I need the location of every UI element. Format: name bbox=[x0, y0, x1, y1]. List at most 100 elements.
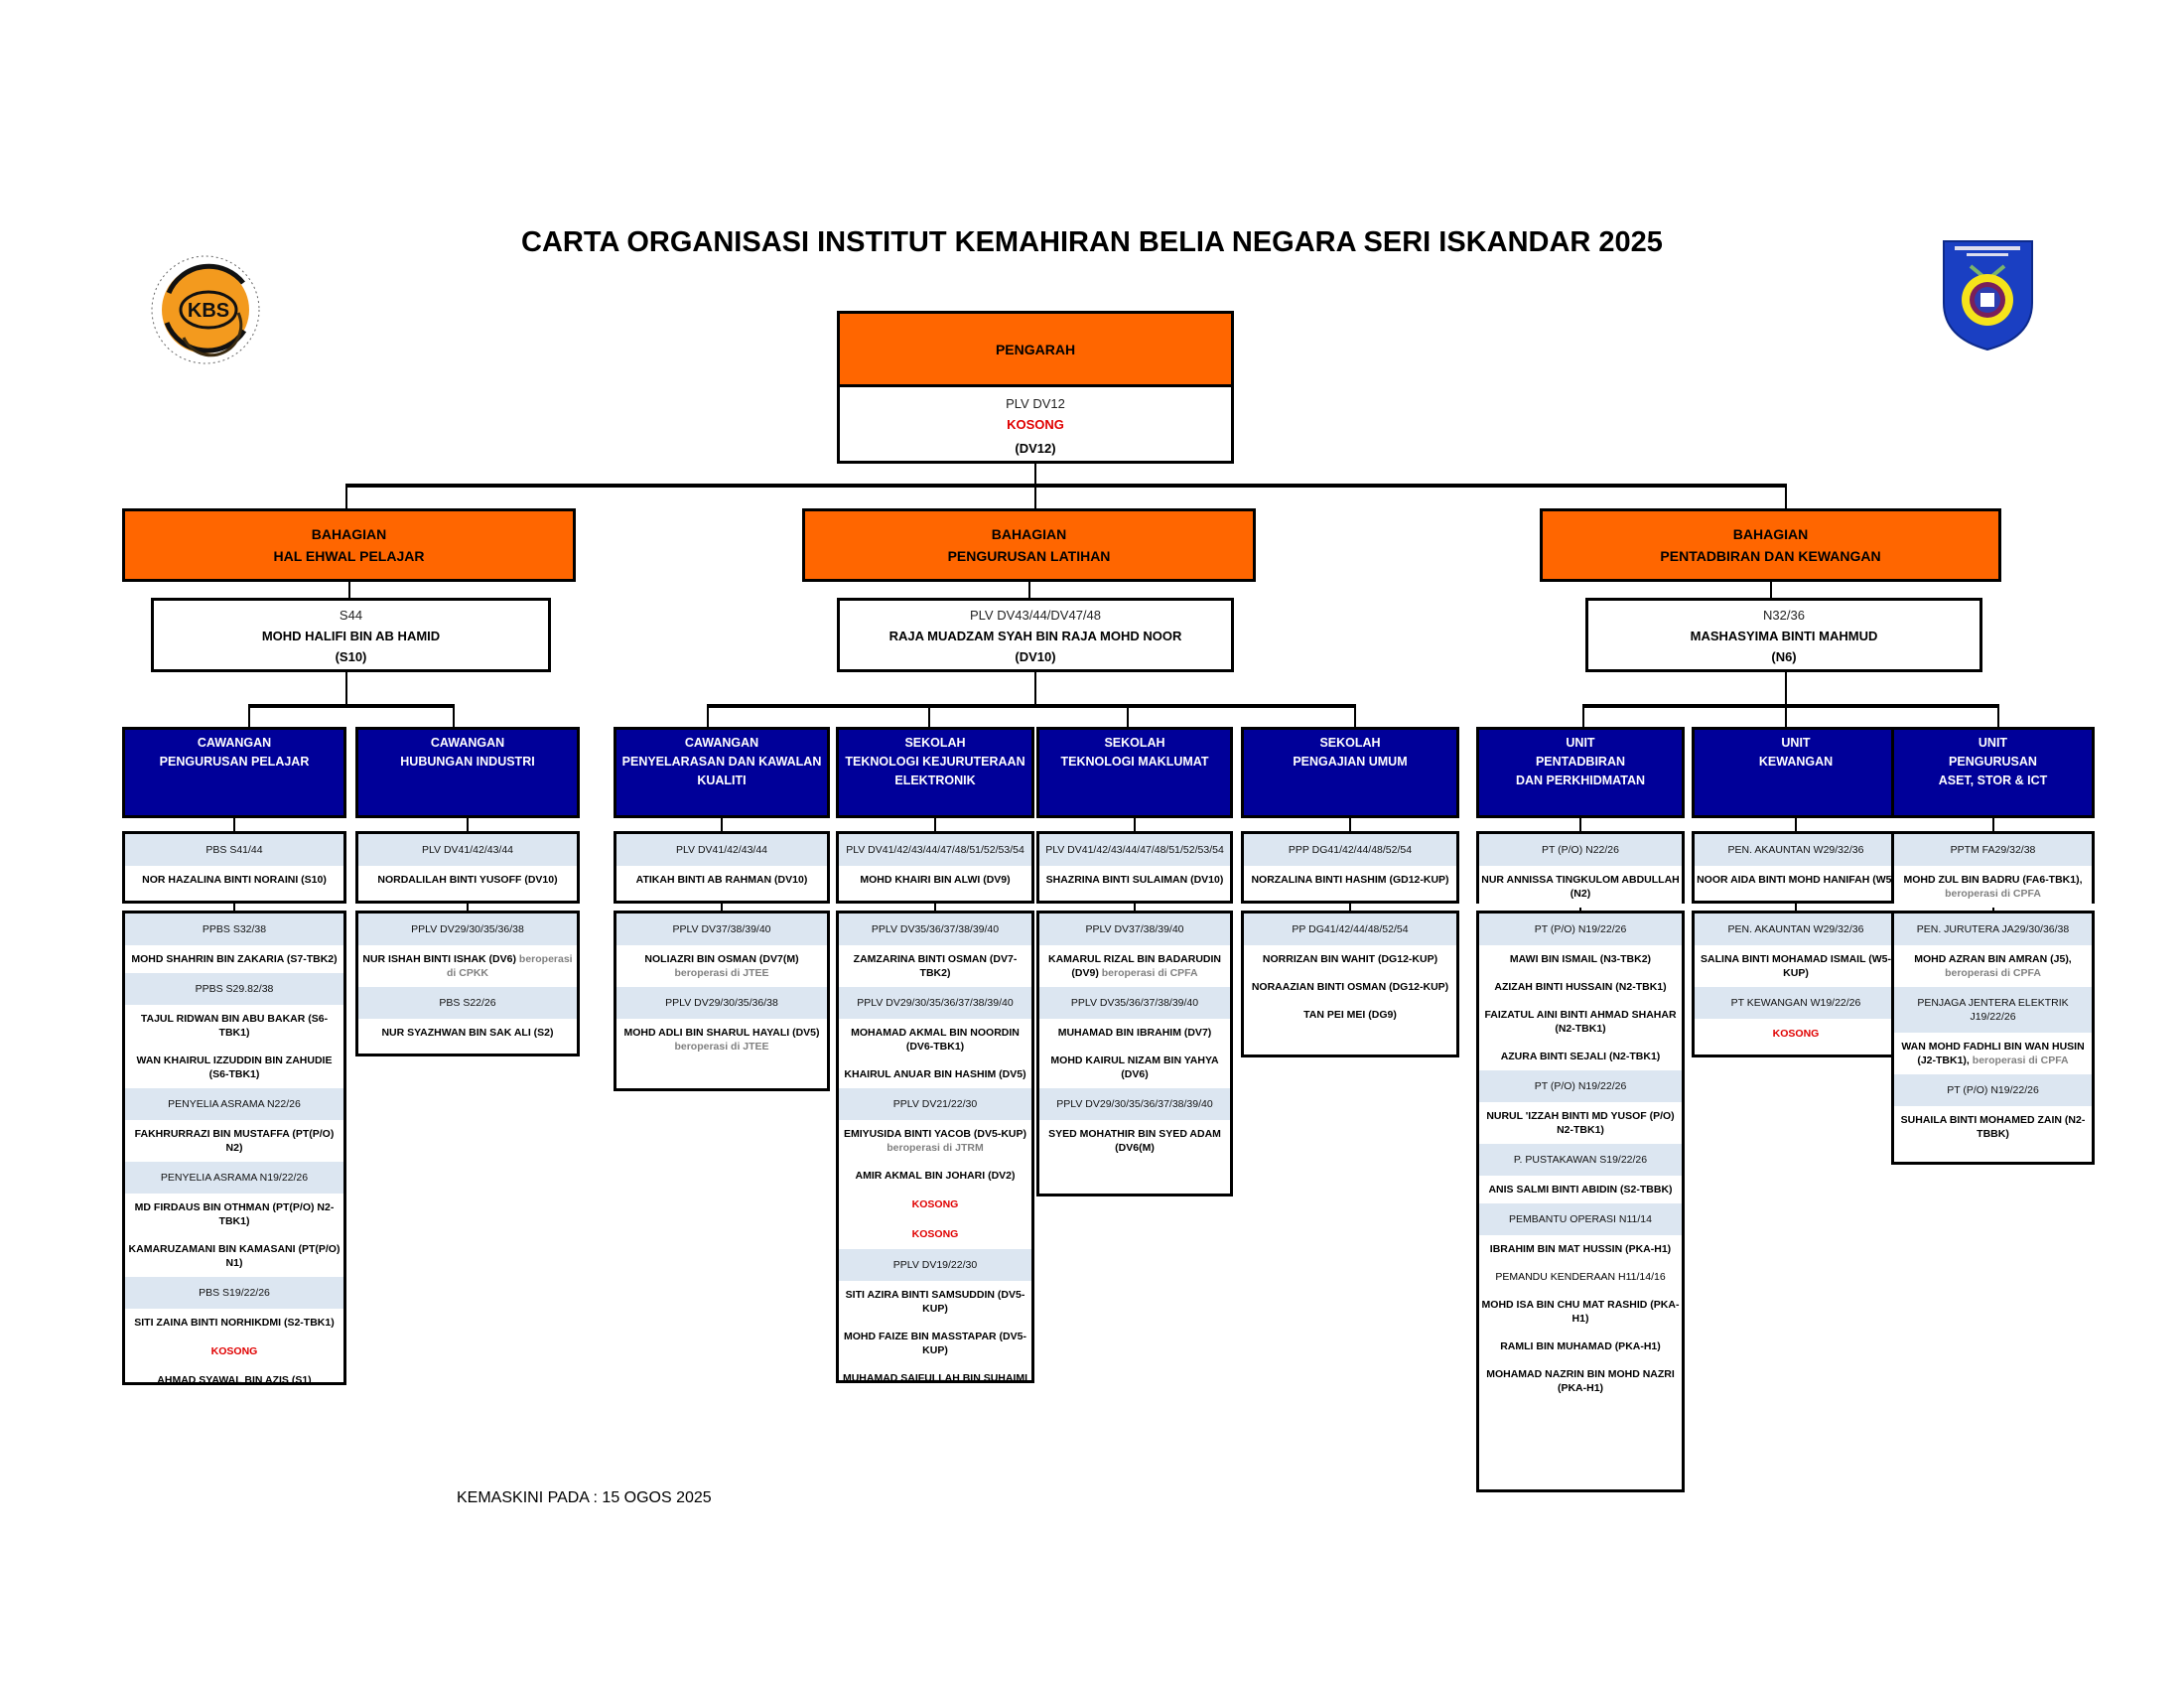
staff-name: MOHD SHAHRIN BIN ZAKARIA (S7-TBK2) bbox=[131, 953, 338, 965]
staff-name: TAN PEI MEI (DG9) bbox=[1303, 1009, 1397, 1021]
unit-name-line1: KEWANGAN bbox=[1758, 755, 1834, 769]
vacancy-label: KOSONG bbox=[911, 1198, 959, 1210]
unit-head-name-text: NOOR AIDA BINTI MOHD HANIFAH (W5) bbox=[1697, 874, 1895, 886]
ikbn-crest-icon bbox=[1941, 238, 2035, 352]
staff-member: KAMARUL RIZAL BIN BADARUDIN (DV9) berope… bbox=[1039, 945, 1230, 987]
staff-position: PPBS S32/38 bbox=[125, 914, 343, 945]
unit-head-name: NOR HAZALINA BINTI NORAINI (S10) bbox=[125, 866, 343, 894]
connector bbox=[1992, 902, 1994, 914]
connector bbox=[1034, 484, 1036, 509]
staff-name: SITI AZIRA BINTI SAMSUDDIN (DV5-KUP) bbox=[845, 1289, 1025, 1315]
staff-member: KAMARUZAMANI BIN KAMASANI (PT(P/O) N1) bbox=[125, 1235, 343, 1277]
staff-note: beroperasi di CPFA bbox=[1945, 967, 2041, 979]
connector bbox=[721, 816, 723, 833]
connector bbox=[1795, 902, 1797, 914]
staff-note: beroperasi di CPFA bbox=[1972, 1055, 2069, 1066]
unit-head-position: PEN. AKAUNTAN W29/32/36 bbox=[1695, 834, 1897, 866]
unit-name-line2: ELEKTRONIK bbox=[894, 774, 976, 787]
kbs-logo-icon: KBS bbox=[149, 253, 263, 367]
staff-member: FAKHRURRAZI BIN MUSTAFFA (PT(P/O) N2) bbox=[125, 1120, 343, 1162]
division-head-name: RAJA MUADZAM SYAH BIN RAJA MOHD NOOR bbox=[888, 629, 1182, 643]
connector bbox=[928, 704, 930, 729]
staff-note: beroperasi di JTEE bbox=[674, 967, 769, 979]
staff-position: PENJAGA JENTERA ELEKTRIK J19/22/26 bbox=[1894, 987, 2092, 1033]
division-header-line1: BAHAGIAN bbox=[991, 526, 1067, 542]
staff-name: MOHD KAIRUL NIZAM BIN YAHYA (DV6) bbox=[1050, 1055, 1219, 1080]
connector bbox=[934, 816, 936, 833]
staff-position: PBS S22/26 bbox=[358, 987, 577, 1019]
staff-name: KHAIRUL ANUAR BIN HASHIM (DV5) bbox=[844, 1068, 1026, 1080]
unit-name-line1: HUBUNGAN INDUSTRI bbox=[400, 755, 535, 769]
division-head-code: (DV10) bbox=[1015, 649, 1056, 664]
staff-member: NOLIAZRI BIN OSMAN (DV7(M) beroperasi di… bbox=[616, 945, 827, 987]
staff-name: SITI ZAINA BINTI NORHIKDMI (S2-TBK1) bbox=[134, 1317, 335, 1329]
unit-type: UNIT bbox=[1978, 736, 2008, 750]
connector bbox=[1992, 816, 1994, 833]
staff-name: MOHAMAD NAZRIN BIN MOHD NAZRI (PKA-H1) bbox=[1486, 1368, 1675, 1394]
staff-name: NUR SYAZHWAN BIN SAK ALI (S2) bbox=[381, 1027, 554, 1039]
staff-position: PPLV DV29/30/35/36/37/38/39/40 bbox=[1039, 1088, 1230, 1120]
staff-member: RAMLI BIN MUHAMAD (PKA-H1) bbox=[1479, 1333, 1682, 1360]
staff-member: SITI ZAINA BINTI NORHIKDMI (S2-TBK1) bbox=[125, 1309, 343, 1336]
staff-member: MOHD KAIRUL NIZAM BIN YAHYA (DV6) bbox=[1039, 1047, 1230, 1088]
connector bbox=[934, 902, 936, 914]
staff-member: AHMAD SYAWAL BIN AZIS (S1) bbox=[125, 1366, 343, 1382]
connector bbox=[467, 816, 469, 833]
staff-name: AZURA BINTI SEJALI (N2-TBK1) bbox=[1500, 1051, 1661, 1062]
connector bbox=[345, 484, 347, 509]
staff-position: PENYELIA ASRAMA N22/26 bbox=[125, 1088, 343, 1120]
staff-member: SYED MOHATHIR BIN SYED ADAM (DV6(M) bbox=[1039, 1120, 1230, 1162]
staff-name: FAKHRURRAZI BIN MUSTAFFA (PT(P/O) N2) bbox=[134, 1128, 335, 1154]
unit-head-position: PLV DV41/42/43/44/47/48/51/52/53/54 bbox=[839, 834, 1031, 866]
division-head-name: MASHASYIMA BINTI MAHMUD bbox=[1690, 629, 1878, 643]
staff-name: SALINA BINTI MOHAMAD ISMAIL (W5-KUP) bbox=[1701, 953, 1891, 979]
staff-member: MAWI BIN ISMAIL (N3-TBK2) bbox=[1479, 945, 1682, 973]
staff-member: KHAIRUL ANUAR BIN HASHIM (DV5) bbox=[839, 1060, 1031, 1088]
staff-position: PEN. JURUTERA JA29/30/36/38 bbox=[1894, 914, 2092, 945]
staff-member: NUR ISHAH BINTI ISHAK (DV6) beroperasi d… bbox=[358, 945, 577, 987]
staff-position: PPLV DV29/30/35/36/37/38/39/40 bbox=[839, 987, 1031, 1019]
staff-member: NUR SYAZHWAN BIN SAK ALI (S2) bbox=[358, 1019, 577, 1047]
connector bbox=[1127, 704, 1129, 729]
staff-note: beroperasi di CPKK bbox=[447, 953, 573, 979]
unit-type: CAWANGAN bbox=[684, 736, 759, 750]
connector bbox=[345, 484, 1787, 488]
staff-position: PP DG41/42/44/48/52/54 bbox=[1244, 914, 1456, 945]
staff-position: PPLV DV35/36/37/38/39/40 bbox=[839, 914, 1031, 945]
unit-head-name: NORDALILAH BINTI YUSOFF (DV10) bbox=[358, 866, 577, 894]
division-header-line1: BAHAGIAN bbox=[311, 526, 387, 542]
connector bbox=[1354, 704, 1356, 729]
vacancy-label: KOSONG bbox=[210, 1345, 258, 1357]
connector bbox=[721, 902, 723, 914]
staff-position: PT (P/O) N19/22/26 bbox=[1479, 1070, 1682, 1102]
division-head-code: (N6) bbox=[1771, 649, 1797, 664]
staff-name: MOHD FAIZE BIN MASSTAPAR (DV5-KUP) bbox=[844, 1331, 1026, 1356]
unit-name-line1: TEKNOLOGI MAKLUMAT bbox=[1060, 755, 1209, 769]
connector bbox=[1582, 704, 1999, 708]
unit-name-line1: TEKNOLOGI KEJURUTERAAN bbox=[845, 755, 1025, 769]
director-code: (DV12) bbox=[1015, 441, 1056, 456]
staff-name: NORAAZIAN BINTI OSMAN (DG12-KUP) bbox=[1251, 981, 1449, 993]
connector bbox=[1134, 816, 1136, 833]
unit-head-name: SHAZRINA BINTI SULAIMAN (DV10) bbox=[1039, 866, 1230, 894]
staff-position: PPLV DV37/38/39/40 bbox=[1039, 914, 1230, 945]
unit-name-line2: DAN PERKHIDMATAN bbox=[1515, 774, 1646, 787]
connector bbox=[348, 582, 350, 599]
staff-member: FAIZATUL AINI BINTI AHMAD SHAHAR (N2-TBK… bbox=[1479, 1001, 1682, 1043]
unit-type: CAWANGAN bbox=[430, 736, 505, 750]
staff-member: MOHD AZRAN BIN AMRAN (J5), beroperasi di… bbox=[1894, 945, 2092, 987]
connector bbox=[233, 902, 235, 914]
staff-member: MOHAMAD AKMAL BIN NOORDIN (DV6-TBK1) bbox=[839, 1019, 1031, 1060]
staff-position: PT KEWANGAN W19/22/26 bbox=[1695, 987, 1897, 1019]
